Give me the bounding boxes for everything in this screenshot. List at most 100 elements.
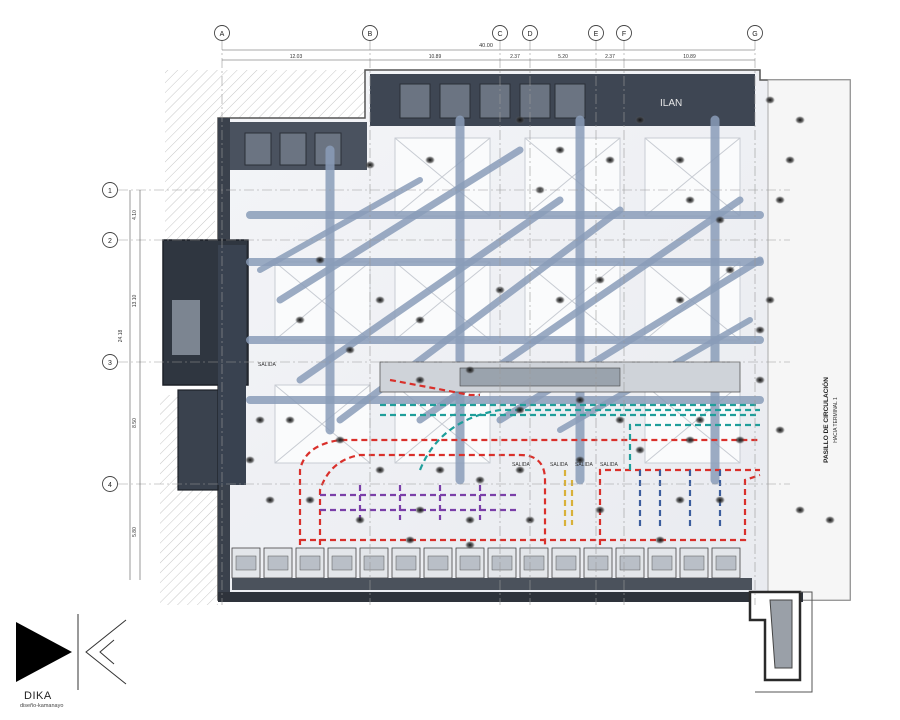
person-marker — [825, 516, 835, 524]
left-dimension-line — [129, 190, 141, 580]
coffer-edge — [394, 137, 443, 178]
person-marker — [605, 156, 615, 164]
person-marker — [725, 266, 735, 274]
gate-desk — [651, 555, 673, 571]
gate-modules — [231, 547, 752, 590]
circulation-route — [638, 470, 722, 530]
person-marker — [675, 496, 685, 504]
gate-desk — [523, 555, 545, 571]
gate-label: SALIDA — [258, 362, 276, 368]
person-marker — [555, 146, 565, 154]
person-marker — [285, 416, 295, 424]
person-marker — [465, 366, 475, 374]
person-marker — [775, 426, 785, 434]
person-marker — [735, 436, 745, 444]
grid-bubble-label: C — [497, 31, 502, 38]
person-marker — [335, 436, 345, 444]
person-marker — [685, 196, 695, 204]
coffer-edge — [394, 176, 443, 217]
person-marker — [775, 196, 785, 204]
person-marker — [515, 116, 525, 124]
grid-lines — [118, 40, 790, 605]
circulation-route — [563, 470, 574, 530]
grid-bubble-circle — [102, 182, 118, 198]
grid-bubble-circle — [522, 25, 538, 41]
person-marker — [415, 316, 425, 324]
grid-bubble-label: G — [752, 31, 757, 38]
coffer-edge — [441, 137, 491, 178]
gate-rail — [232, 578, 752, 590]
circulation-route — [298, 438, 760, 545]
dimension-label: 10.89 — [683, 54, 696, 60]
person-marker — [555, 296, 565, 304]
person-marker — [495, 286, 505, 294]
gate-label: SALIDA — [512, 462, 530, 468]
beam — [257, 177, 423, 273]
coffer-edge — [441, 176, 491, 217]
grid-bubble-label: B — [368, 31, 373, 38]
gate-desk — [491, 555, 513, 571]
coffer-edge — [644, 261, 693, 302]
grid-bubble-circle — [747, 25, 763, 41]
dimension-label: 8.50 — [132, 418, 138, 428]
circulation-route — [318, 453, 547, 545]
person-marker — [695, 416, 705, 424]
circulation-route — [628, 423, 760, 470]
coffer-edge — [441, 261, 491, 302]
coffer-edge — [394, 261, 443, 302]
grid-bubble-circle — [616, 25, 632, 41]
person-marker — [755, 326, 765, 334]
coffer-edge — [644, 176, 693, 217]
person-marker — [795, 506, 805, 514]
circulation-routes — [298, 378, 761, 545]
person-marker — [415, 506, 425, 514]
left-total-dimension: 24.18 — [118, 330, 124, 343]
gate-desk — [331, 555, 353, 571]
corridor-label-group: PASILLO DE CIRCULACIÓN HACIA TERMINAL 1 — [821, 377, 839, 463]
grid-bubble-label: A — [220, 31, 225, 38]
gate-desk — [555, 555, 577, 571]
beam — [296, 196, 564, 384]
person-marker — [765, 96, 775, 104]
coffer-edge — [524, 261, 573, 302]
grid-bubble-label: 1 — [108, 188, 112, 195]
people-markers — [245, 96, 835, 549]
shop-units — [244, 83, 586, 166]
person-marker — [615, 416, 625, 424]
person-marker — [575, 456, 585, 464]
dimension-label: 5.20 — [558, 54, 568, 60]
beam — [496, 256, 764, 424]
coffer-edge — [524, 137, 573, 178]
gate-desk — [427, 555, 449, 571]
person-marker — [265, 496, 275, 504]
person-marker — [715, 496, 725, 504]
dika-logo — [14, 612, 144, 716]
service-block — [162, 239, 249, 491]
grid-bubble-label: E — [594, 31, 599, 38]
person-marker — [675, 156, 685, 164]
gate-desk — [683, 555, 705, 571]
grid-bubble-label: 2 — [108, 238, 112, 245]
coffer-edge — [274, 384, 323, 425]
grid-bubble-circle — [588, 25, 604, 41]
person-marker — [405, 536, 415, 544]
gate-desk — [619, 555, 641, 571]
person-marker — [785, 156, 795, 164]
grid-bubble-circle — [492, 25, 508, 41]
gate-desk — [267, 555, 289, 571]
gate-desk — [299, 555, 321, 571]
gate-desk — [587, 555, 609, 571]
dimension-label: 2.37 — [510, 54, 520, 60]
corridor-sublabel: HACIA TERMINAL 1 — [833, 397, 839, 443]
gate-desk — [235, 555, 257, 571]
circulation-route — [418, 408, 760, 471]
person-marker — [475, 476, 485, 484]
coffer-edge — [644, 423, 693, 464]
person-marker — [255, 416, 265, 424]
person-marker — [365, 161, 375, 169]
stair-annex — [748, 590, 813, 693]
coffer-edge — [524, 176, 573, 217]
person-marker — [515, 466, 525, 474]
